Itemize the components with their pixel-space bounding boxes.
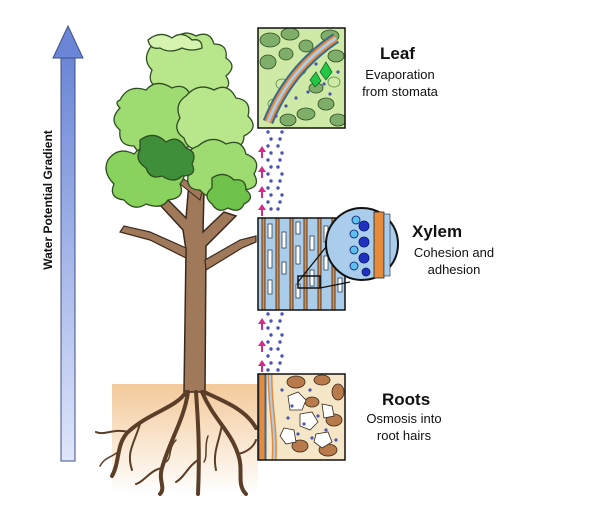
water-dot xyxy=(280,130,284,134)
water-molecule-icon xyxy=(349,215,371,277)
xylem-description: Cohesion and adhesion xyxy=(402,244,506,278)
leaf-description-line-1: Evaporation xyxy=(365,67,435,82)
water-dot xyxy=(269,347,273,351)
water-dot xyxy=(278,137,282,141)
water-dot xyxy=(278,319,282,323)
upward-arrow-icon xyxy=(258,186,266,198)
water-dot xyxy=(276,207,280,211)
water-dot xyxy=(278,200,282,204)
water-dot xyxy=(266,172,270,176)
upward-arrow-icon xyxy=(258,318,266,330)
leaf-description: Evaporation from stomata xyxy=(352,66,448,100)
water-dot xyxy=(266,312,270,316)
roots-panel xyxy=(257,373,346,461)
water-dot xyxy=(269,193,273,197)
water-dot xyxy=(280,333,284,337)
xylem-title: Xylem xyxy=(412,222,463,241)
water-dot xyxy=(269,137,273,141)
water-dot xyxy=(266,186,270,190)
water-dot xyxy=(266,340,270,344)
water-dot xyxy=(266,354,270,358)
water-dot xyxy=(278,340,282,344)
water-dot xyxy=(280,193,284,197)
water-dot xyxy=(276,347,280,351)
water-dot xyxy=(280,172,284,176)
water-dot xyxy=(276,144,280,148)
upward-arrow-icon xyxy=(258,340,266,352)
gradient-axis-label-text: Water Potential Gradient xyxy=(41,130,55,270)
water-dot xyxy=(269,319,273,323)
water-dot xyxy=(278,361,282,365)
water-dot xyxy=(280,151,284,155)
water-dot xyxy=(280,354,284,358)
leaf-description-line-2: from stomata xyxy=(362,84,438,99)
water-dot xyxy=(266,130,270,134)
water-dot xyxy=(269,165,273,169)
xylem-panel xyxy=(257,207,399,311)
flow-arrows xyxy=(258,146,266,372)
upward-arrow-icon xyxy=(258,204,266,216)
roots-description-line-1: Osmosis into xyxy=(366,411,442,426)
roots-description: Osmosis into root hairs xyxy=(356,410,452,444)
roots-title: Roots xyxy=(382,390,431,409)
leaf-title: Leaf xyxy=(380,44,415,63)
water-dot xyxy=(269,333,273,337)
water-dot xyxy=(266,144,270,148)
xylem-description-line-2: adhesion xyxy=(427,262,481,277)
water-dot xyxy=(266,200,270,204)
tree-icon xyxy=(105,32,258,393)
water-dot xyxy=(269,361,273,365)
water-dot xyxy=(269,151,273,155)
upward-arrow-icon xyxy=(258,166,266,178)
water-dot xyxy=(278,179,282,183)
water-transport-column xyxy=(266,130,284,372)
water-dot xyxy=(266,368,270,372)
water-dot xyxy=(276,186,280,190)
roots-description-line-2: root hairs xyxy=(376,428,432,443)
water-dot xyxy=(266,326,270,330)
gradient-arrow-icon xyxy=(52,24,84,462)
water-dot xyxy=(276,368,280,372)
root-system-icon xyxy=(95,390,258,496)
water-dot xyxy=(276,165,280,169)
upward-arrow-icon xyxy=(258,146,266,158)
leaf-panel xyxy=(257,27,346,129)
water-dot xyxy=(266,158,270,162)
water-dot xyxy=(280,312,284,316)
water-dot xyxy=(269,179,273,183)
upward-arrow-icon xyxy=(258,360,266,372)
water-dot xyxy=(278,158,282,162)
xylem-description-line-1: Cohesion and xyxy=(413,245,495,260)
water-dot xyxy=(269,207,273,211)
water-dot xyxy=(276,326,280,330)
